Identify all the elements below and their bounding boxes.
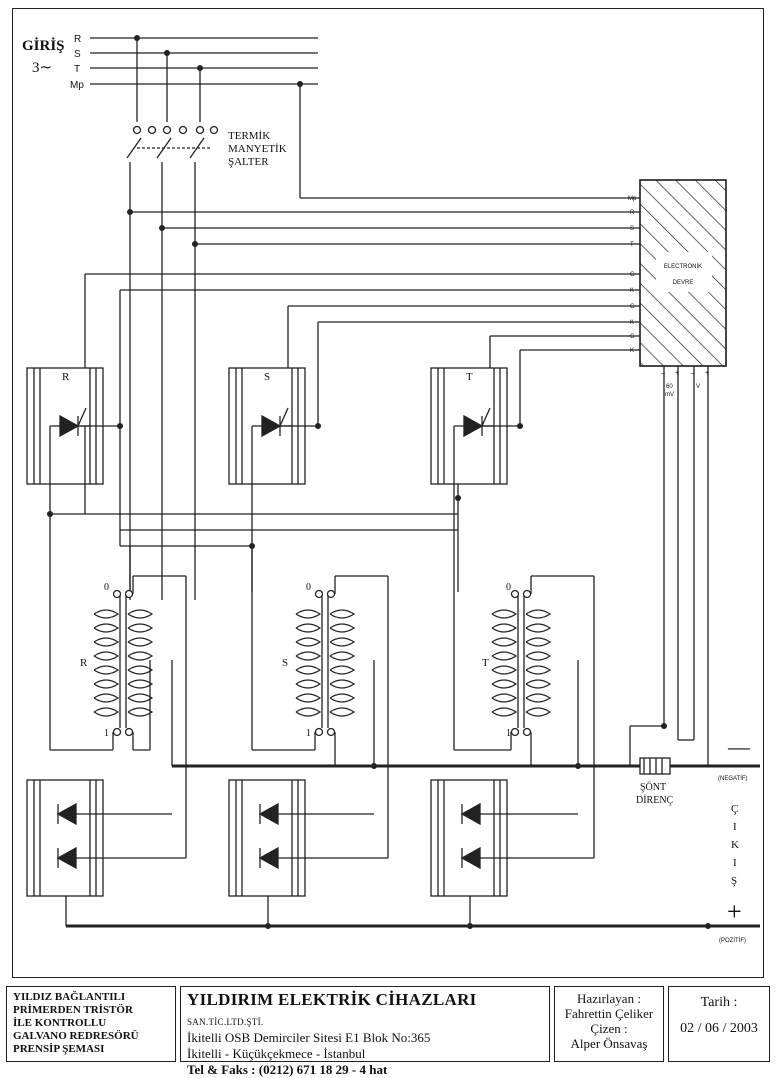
control-pin-g2: G (630, 304, 635, 310)
control-bottom-pin-4: + (705, 370, 709, 377)
control-bottom-pin-3: – (691, 370, 695, 377)
output-letter-4: I (733, 857, 737, 869)
address-line-2: İkitelli - Küçükçekmece - İstanbul (187, 1046, 366, 1061)
company-name-row: YILDIRIM ELEKTRİK CİHAZLARI SAN.TİC.LTD.… (187, 990, 543, 1030)
date-value: 02 / 06 / 2003 (680, 1021, 758, 1036)
line-label-mp: Mp (70, 80, 84, 91)
control-pin-k3: K (630, 348, 634, 354)
line-label-s: S (74, 49, 81, 60)
transformer-t-label: T (482, 657, 489, 669)
input-title: GİRİŞ (22, 37, 65, 54)
transformer-t-bottom-tap: 1 (506, 728, 511, 739)
output-letter-1: Ç (731, 803, 738, 815)
breaker-label-2: MANYETİK (228, 143, 287, 155)
company-suffix: SAN.TİC.LTD.ŞTİ. (187, 1017, 264, 1027)
address-line-1: İkitelli OSB Demirciler Sitesi E1 Blok N… (187, 1030, 431, 1045)
transformer-coils (93, 609, 552, 717)
description-box: YILDIZ BAĞLANTILI PRİMERDEN TRİSTÖR İLE … (6, 986, 176, 1062)
thyristor-label-r: R (62, 371, 70, 383)
input-phase: 3∼ (32, 60, 52, 76)
prepared-label: Hazırlayan : (577, 991, 641, 1006)
author-box: Hazırlayan : Fahrettin Çeliker Çizen : A… (554, 986, 664, 1062)
control-bottom-pin-2: + (675, 370, 679, 377)
thyristor-label-t: T (466, 371, 473, 383)
shunt-label-1: ŞÖNT (640, 781, 666, 793)
control-pin-g1: G (630, 272, 635, 278)
control-pin-g3: G (630, 334, 635, 340)
control-bottom-pin-1: – (661, 370, 665, 377)
transformer-r-label: R (80, 657, 88, 669)
transformer-s-top-tap: 0 (306, 582, 311, 593)
positive-symbol: + (727, 897, 742, 926)
company-box: YILDIRIM ELEKTRİK CİHAZLARI SAN.TİC.LTD.… (180, 986, 550, 1077)
negative-label: (NEGATİF) (718, 775, 748, 782)
description-line: PRİMERDEN TRİSTÖR (13, 1004, 133, 1016)
control-pin-k2: K (630, 320, 634, 326)
control-pin-mp: Mp (628, 196, 637, 202)
negative-symbol: — (727, 734, 751, 759)
breaker-label-1: TERMİK (228, 130, 270, 142)
line-label-r: R (74, 34, 81, 45)
breaker-label-3: ŞALTER (228, 156, 269, 168)
measure-label-mv: mV (665, 392, 674, 398)
phone-line: Tel & Faks : (0212) 671 18 29 - 4 hat (187, 1062, 388, 1077)
control-pin-t: T (630, 242, 634, 248)
description-line: PRENSİP ŞEMASI (13, 1043, 105, 1055)
output-letter-2: I (733, 821, 737, 833)
description-line: İLE KONTROLLU (13, 1017, 107, 1029)
date-box: Tarih : 02 / 06 / 2003 (668, 986, 770, 1062)
transformer-t-top-tap: 0 (506, 582, 511, 593)
line-label-t: T (74, 64, 80, 75)
control-pin-r: R (630, 210, 635, 216)
company-name: YILDIRIM ELEKTRİK CİHAZLARI (187, 990, 477, 1009)
control-pin-s: S (630, 226, 634, 232)
control-title-2: DEVRE (673, 280, 694, 286)
transformer-r-top-tap: 0 (104, 582, 109, 593)
drawn-label: Çizen : (590, 1021, 628, 1036)
description-line: GALVANO REDRESÖRÜ (13, 1030, 139, 1042)
drawn-by: Alper Önsavaş (570, 1036, 648, 1051)
transformer-r-bottom-tap: 1 (104, 728, 109, 739)
control-pin-k1: K (630, 288, 634, 294)
transformer-s-bottom-tap: 1 (306, 728, 311, 739)
measure-label-v: V (696, 384, 700, 390)
output-letter-3: K (731, 839, 739, 851)
prepared-by: Fahrettin Çeliker (564, 1006, 654, 1021)
description-line: YILDIZ BAĞLANTILI (13, 991, 126, 1003)
transformer-s-label: S (282, 657, 288, 669)
output-letter-5: Ş (731, 875, 737, 887)
date-label: Tarih : (700, 995, 738, 1010)
control-title-1: ELECTRONİK (664, 263, 702, 270)
thyristor-label-s: S (264, 371, 270, 383)
positive-label: (POZİTİF) (719, 937, 746, 944)
drawing-frame (12, 8, 764, 978)
shunt-label-2: DİRENÇ (636, 794, 674, 806)
measure-label-60: 60 (666, 384, 673, 390)
